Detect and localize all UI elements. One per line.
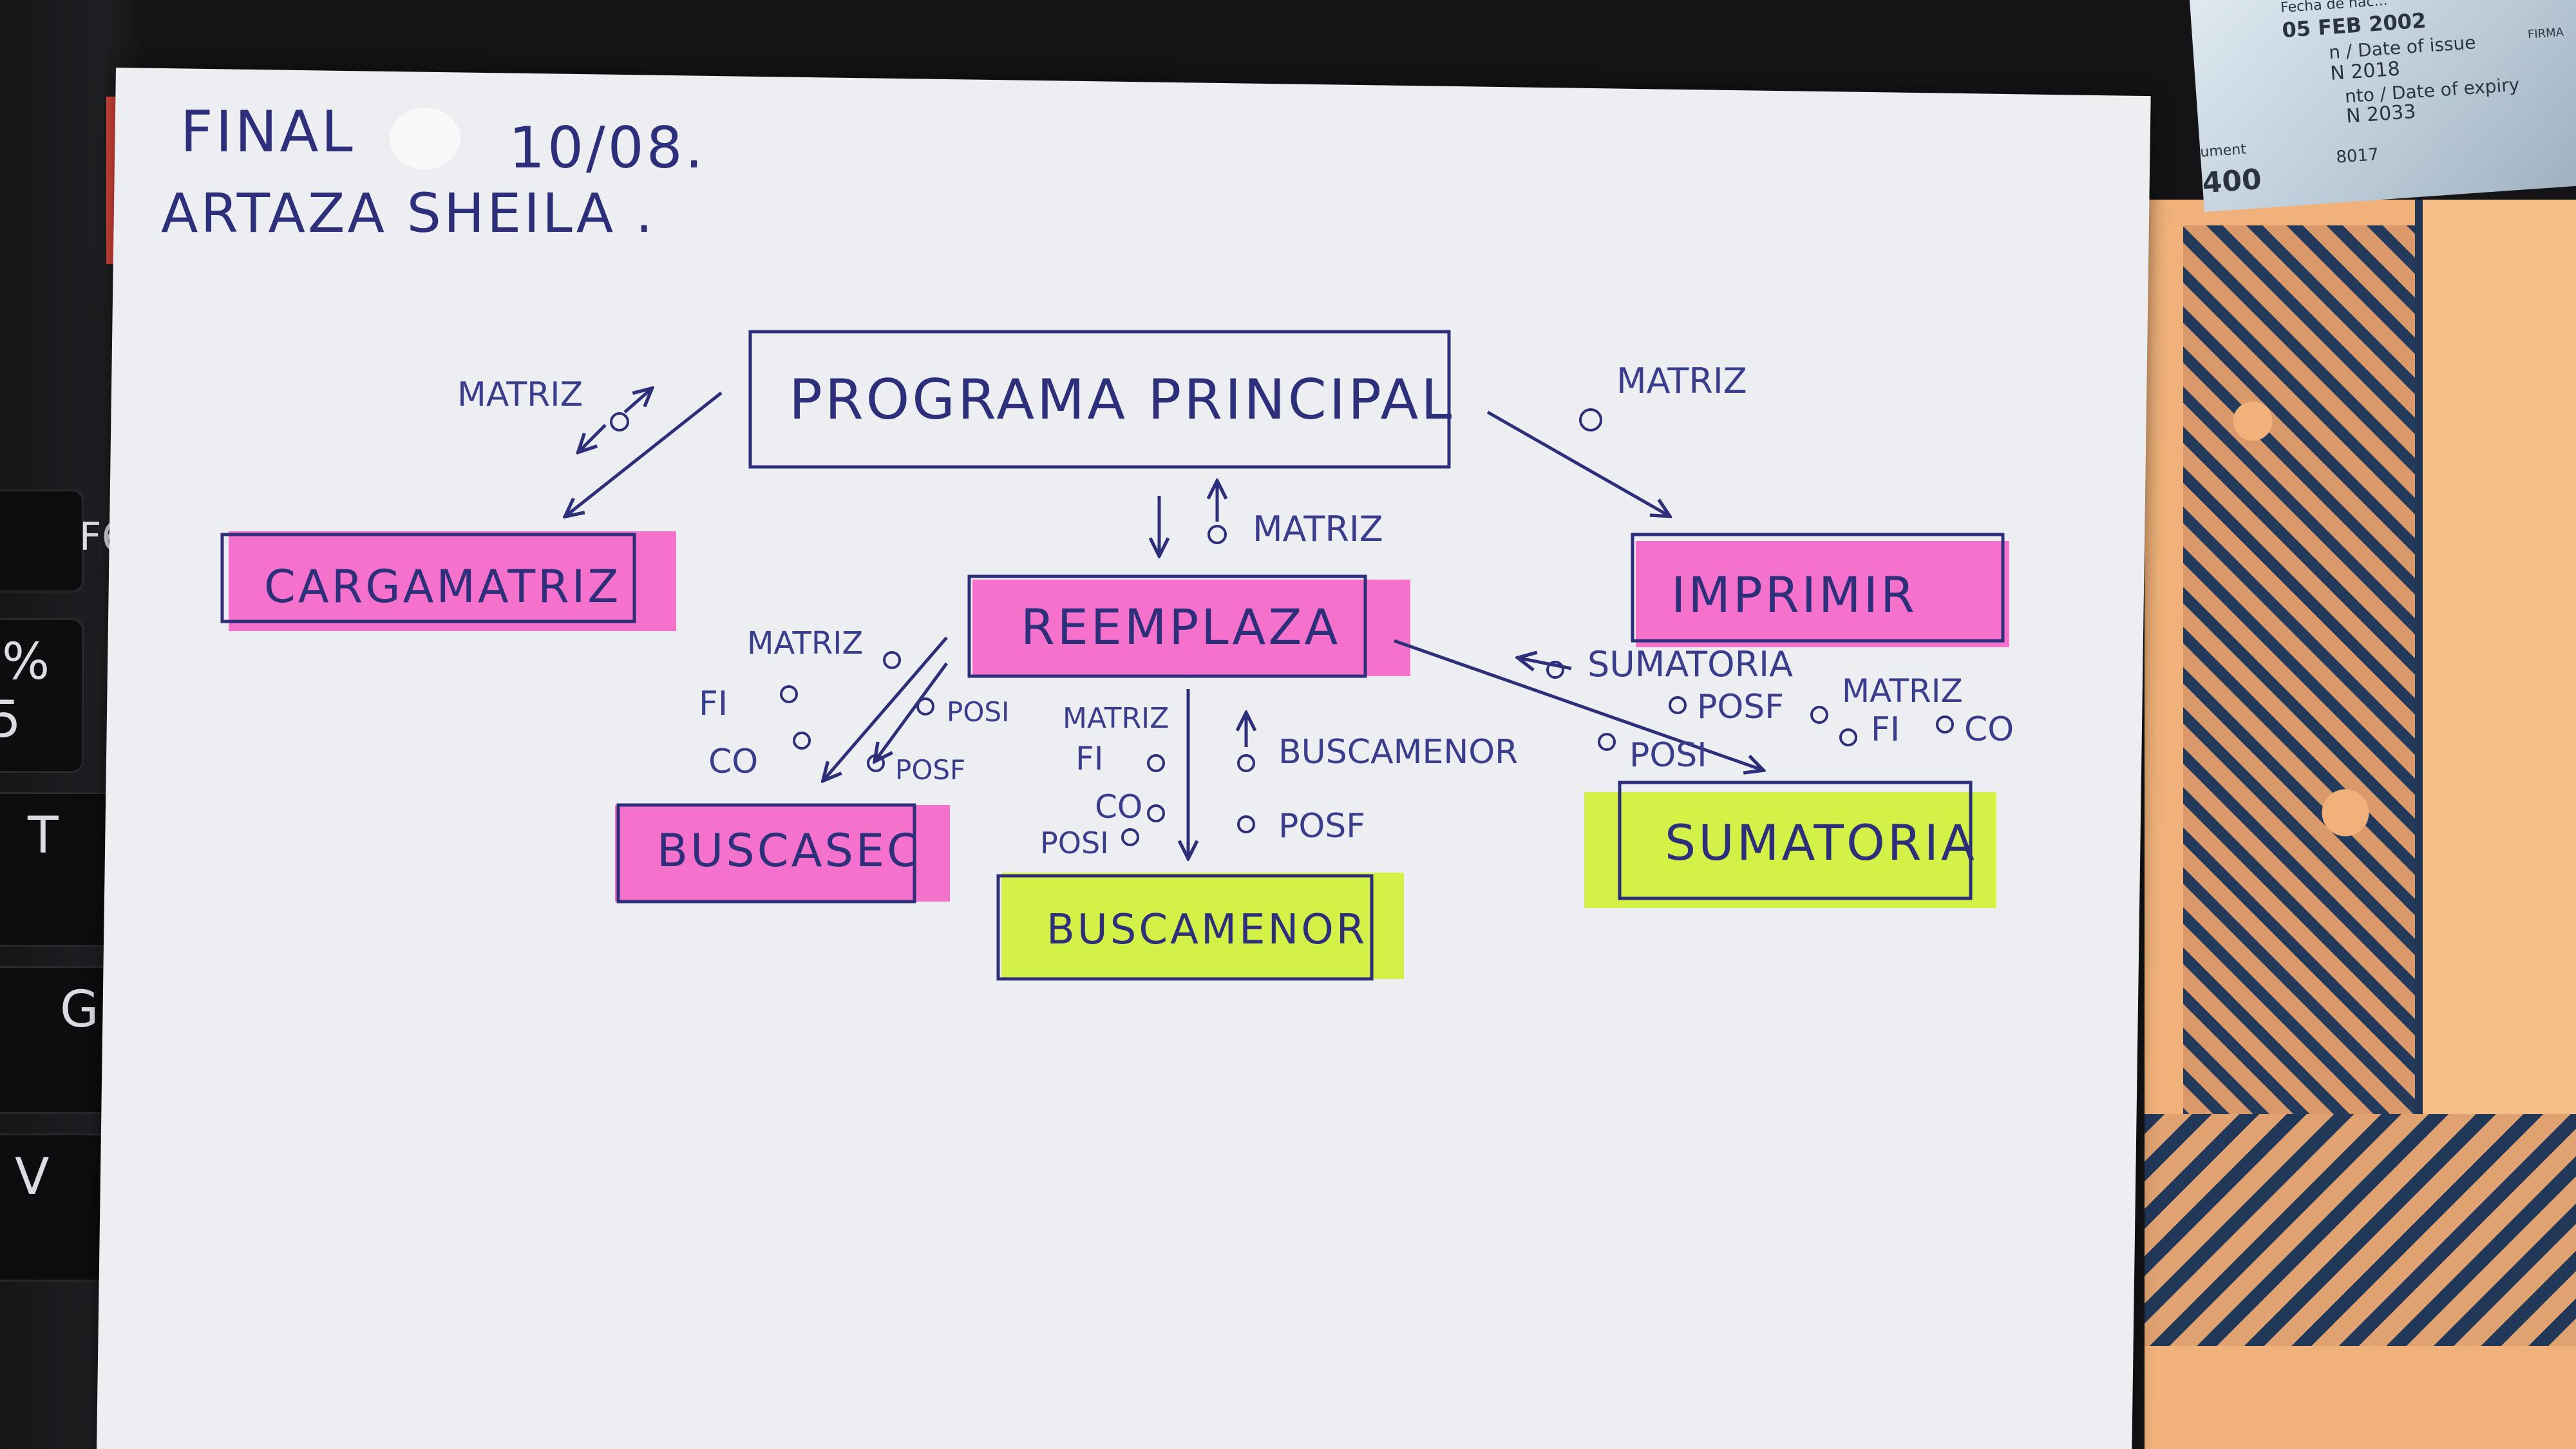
ornament-pattern xyxy=(2183,225,2421,1204)
param-circle xyxy=(1121,828,1139,846)
param-circle xyxy=(1936,715,1954,734)
param-label: MATRIZ xyxy=(1842,672,1963,710)
header-title: FINAL xyxy=(180,99,355,165)
node-label-sumatoria: SUMATORIA xyxy=(1665,814,1977,871)
param-label: FI xyxy=(1075,740,1104,777)
patterned-book-cover xyxy=(2145,200,2576,1449)
param-circle xyxy=(1810,706,1828,724)
highlight-imprimir xyxy=(1636,541,2009,647)
box-cargamatriz xyxy=(220,533,636,623)
node-label-cargamatriz: CARGAMATRIZ xyxy=(264,560,621,613)
param-label: CO xyxy=(708,743,758,781)
param-label: FI xyxy=(699,685,728,723)
param-circle xyxy=(780,685,798,703)
header-author: ARTAZA SHEILA . xyxy=(161,182,656,245)
arrow-reemplaza-to-sumatoria xyxy=(1394,639,1761,770)
param-label: POSF xyxy=(895,754,965,786)
param-circle xyxy=(1147,804,1165,822)
box-sumatoria xyxy=(1618,781,1973,900)
arrows xyxy=(567,390,1761,857)
param-circle xyxy=(1579,408,1602,431)
keyboard-key: % 5 xyxy=(0,618,84,773)
param-circle xyxy=(1237,754,1255,772)
arrow-main-to-imprimir xyxy=(1486,410,1668,515)
highlight-reemplaza xyxy=(972,580,1410,676)
arrow-matriz-left-down xyxy=(580,424,607,451)
node-label-imprimir: IMPRIMIR xyxy=(1671,566,1917,623)
param-label: MATRIZ xyxy=(747,625,863,661)
box-buscasec xyxy=(616,803,916,904)
key-label: G xyxy=(60,981,99,1039)
param-label: SUMATORIA xyxy=(1587,644,1793,685)
header-date: 10/08. xyxy=(509,115,706,181)
param-circle xyxy=(883,651,901,669)
param-label: POSF xyxy=(1278,807,1365,846)
ornament-pattern-bottom xyxy=(2145,1114,2576,1346)
node-label-buscamenor: BUSCAMENOR xyxy=(1046,906,1367,954)
highlight-sumatoria xyxy=(1584,792,1996,908)
param-label: MATRIZ xyxy=(1253,509,1383,549)
param-label: MATRIZ xyxy=(1063,702,1169,735)
param-circle xyxy=(916,697,934,715)
node-label-programa-principal: PROGRAMA PRINCIPAL xyxy=(789,368,1454,432)
highlights xyxy=(229,531,2009,979)
highlight-buscamenor xyxy=(1001,873,1404,979)
param-label: BUSCAMENOR xyxy=(1278,733,1518,772)
key-label: % 5 xyxy=(0,633,50,749)
param-circle xyxy=(610,412,629,431)
param-circle xyxy=(867,754,885,772)
key-label: V xyxy=(15,1148,50,1206)
param-label: POSI xyxy=(1629,736,1707,775)
box-programa-principal xyxy=(748,330,1451,469)
book-frame-border xyxy=(2415,200,2576,1198)
param-circle xyxy=(1598,733,1616,751)
node-label-buscasec: BUSCASEC xyxy=(657,824,921,877)
param-circle xyxy=(1839,728,1857,746)
key-label: T xyxy=(28,807,59,865)
node-boxes xyxy=(220,330,2005,981)
arrow-matriz-left xyxy=(623,390,650,413)
param-circle xyxy=(1669,696,1687,714)
arrow-reemplaza-to-buscasec-b xyxy=(876,662,949,760)
param-circle xyxy=(1147,754,1165,772)
param-label: CO xyxy=(1964,710,2014,749)
param-label: POSI xyxy=(947,696,1009,728)
param-label: FI xyxy=(1871,710,1900,749)
param-symbols xyxy=(610,408,1954,846)
param-circle xyxy=(793,732,811,750)
box-imprimir xyxy=(1631,533,2005,643)
param-label: MATRIZ xyxy=(457,375,583,414)
param-circle xyxy=(1208,525,1227,544)
arrow-reemplaza-to-buscasec-a xyxy=(824,636,948,779)
param-label: MATRIZ xyxy=(1616,361,1747,401)
highlight-buscasec xyxy=(615,805,950,902)
arrow-main-to-cargamatriz xyxy=(567,392,723,515)
box-reemplaza xyxy=(967,574,1367,678)
param-label: POSI xyxy=(1040,826,1109,860)
redacted-blur xyxy=(390,108,460,169)
box-buscamenor xyxy=(996,874,1374,981)
node-label-reemplaza: REEMPLAZA xyxy=(1021,598,1340,656)
param-circle xyxy=(1237,815,1255,833)
highlight-cargamatriz xyxy=(229,531,676,631)
param-circle xyxy=(1546,661,1564,679)
param-label: POSF xyxy=(1697,688,1784,726)
param-label: CO xyxy=(1095,788,1142,826)
